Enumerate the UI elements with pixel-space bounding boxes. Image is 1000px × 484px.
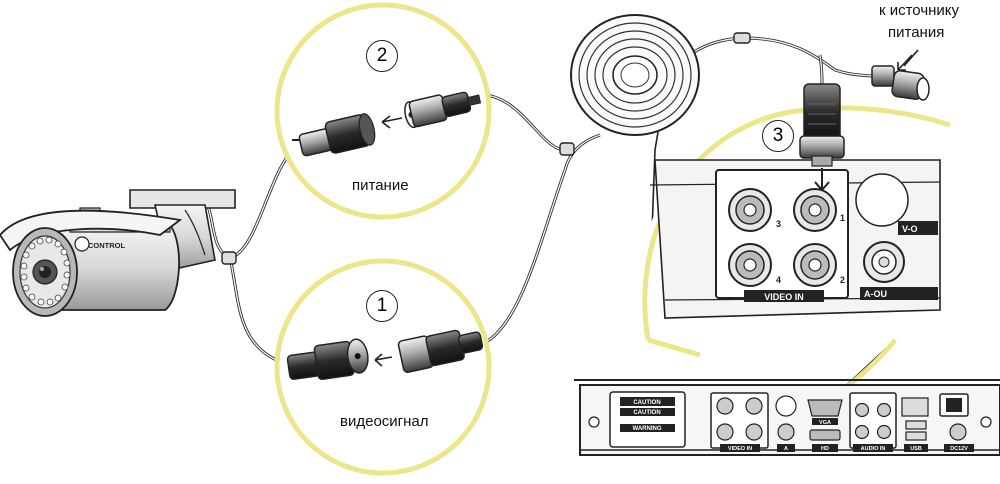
power-adapter-plug: [871, 65, 930, 101]
dvr-warning-label: WARNING: [633, 426, 662, 432]
zoom-port-number: 3: [776, 219, 781, 229]
cable-coil: [570, 14, 700, 136]
dvr-audio-in-label: AUDIO IN: [861, 446, 886, 452]
zoom-v-out-label: V-O: [902, 224, 918, 234]
zoom-circle-video: [274, 258, 492, 476]
camera-brand-logo: CONTROL: [88, 241, 125, 250]
zoom-circle-power: [274, 2, 492, 220]
zoom-port-number: 2: [840, 275, 845, 285]
dvr-video-in-label: VIDEO IN: [728, 446, 752, 452]
dvr-vga-label: VGA: [819, 420, 831, 426]
arrow-down-icon: [814, 168, 830, 191]
coil-tail-cable: [689, 36, 836, 72]
cable-splitter-camera: [221, 251, 237, 265]
power-source-label-line1: к источнику: [879, 2, 960, 19]
zoom-bnc-port-3: [728, 188, 772, 232]
step-number-3: 3: [762, 120, 794, 152]
step-number-1: 1: [366, 290, 398, 322]
dvr-usb-label: USB: [910, 446, 922, 452]
dvr-caution-label-2: CAUTION: [633, 410, 660, 416]
cable-splitter-top: [733, 32, 751, 44]
zoom-a-out-label: A-OU: [864, 289, 887, 299]
dvr-hd-label: HD: [821, 446, 829, 452]
power-source-label-line2: питания: [888, 24, 945, 41]
video-signal-label: видеосигнал: [340, 413, 429, 430]
zoom-bnc-port-2: [793, 243, 837, 287]
zoom-port-number: 4: [776, 275, 781, 285]
cable-splitter: [559, 142, 575, 156]
dvr-a-out-label: A: [784, 446, 788, 452]
step-number-2: 2: [366, 40, 398, 72]
zoom-port-number: 1: [840, 213, 845, 223]
dvr-dc12v-label: DC12V: [950, 446, 968, 452]
power-label: питание: [352, 177, 409, 194]
dvr-caution-label: CAUTION: [633, 400, 660, 406]
dvr-recorder: CAUTION CAUTION WARNING VIDEO IN A VGA H…: [574, 379, 1000, 456]
zoom-bnc-port-1: [793, 188, 837, 232]
video-cable-dvr-side: [479, 133, 601, 347]
bnc-plug-inserting: [799, 83, 845, 167]
arrow-left-icon-video: [374, 353, 393, 367]
zoom-bnc-port-4: [728, 243, 772, 287]
arrow-left-icon: [381, 115, 403, 129]
arrow-down-left-icon: [897, 49, 919, 71]
zoom-video-in-label: VIDEO IN: [764, 292, 804, 302]
zoom-panel-dvr: VIDEO IN 3 1 4 2 V-O: [634, 83, 951, 455]
bullet-camera: CONTROL: [0, 189, 236, 317]
